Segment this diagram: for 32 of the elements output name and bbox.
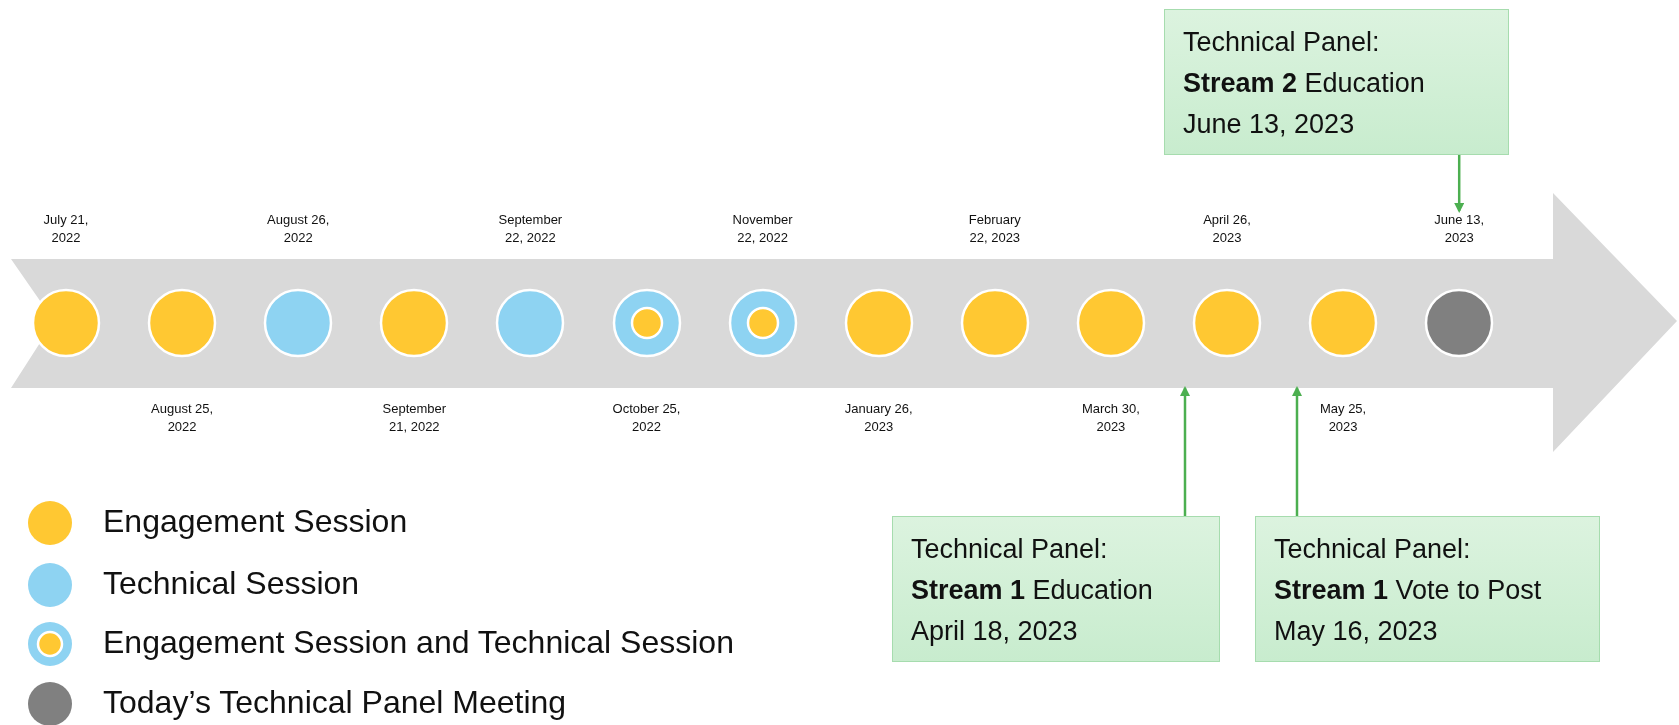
arrow xyxy=(1454,155,1465,213)
arrow xyxy=(1180,386,1190,516)
date-label: June 13, 2023 xyxy=(1433,211,1486,247)
legend-label: Today’s Technical Panel Meeting xyxy=(103,684,567,721)
callout-box xyxy=(1255,516,1600,662)
callout-text: June 13, 2023 xyxy=(1183,108,1355,141)
callout-box xyxy=(892,516,1220,662)
date-label: January 26, 2023 xyxy=(843,400,914,436)
date-label: September 22, 2022 xyxy=(497,211,564,247)
callout-text: May 16, 2023 xyxy=(1274,615,1438,648)
legend-label: Technical Session xyxy=(103,565,360,602)
date-label: August 26, 2022 xyxy=(266,211,331,247)
callout-text: Stream 2 Education xyxy=(1183,67,1425,100)
date-label: February 22, 2023 xyxy=(967,211,1022,247)
callout-text: Stream 1 Vote to Post xyxy=(1274,574,1542,607)
callout-text: April 18, 2023 xyxy=(911,615,1078,648)
callout-text: Stream 1 Education xyxy=(911,574,1153,607)
callout-text: Technical Panel: xyxy=(1274,533,1471,566)
date-label: July 21, 2022 xyxy=(42,211,90,247)
date-label: April 26, 2023 xyxy=(1202,211,1252,247)
date-label: May 25, 2023 xyxy=(1318,400,1368,436)
callout-box xyxy=(1164,9,1509,155)
callout-text: Technical Panel: xyxy=(1183,26,1380,59)
date-label: November 22, 2022 xyxy=(731,211,794,247)
date-label: September 21, 2022 xyxy=(381,400,448,436)
date-label: March 30, 2023 xyxy=(1081,400,1141,436)
legend-label: Engagement Session and Technical Session xyxy=(103,624,734,661)
arrow xyxy=(1292,386,1302,516)
date-label: October 25, 2022 xyxy=(611,400,682,436)
legend-label: Engagement Session xyxy=(103,503,408,540)
date-label: August 25, 2022 xyxy=(150,400,215,436)
callout-text: Technical Panel: xyxy=(911,533,1108,566)
